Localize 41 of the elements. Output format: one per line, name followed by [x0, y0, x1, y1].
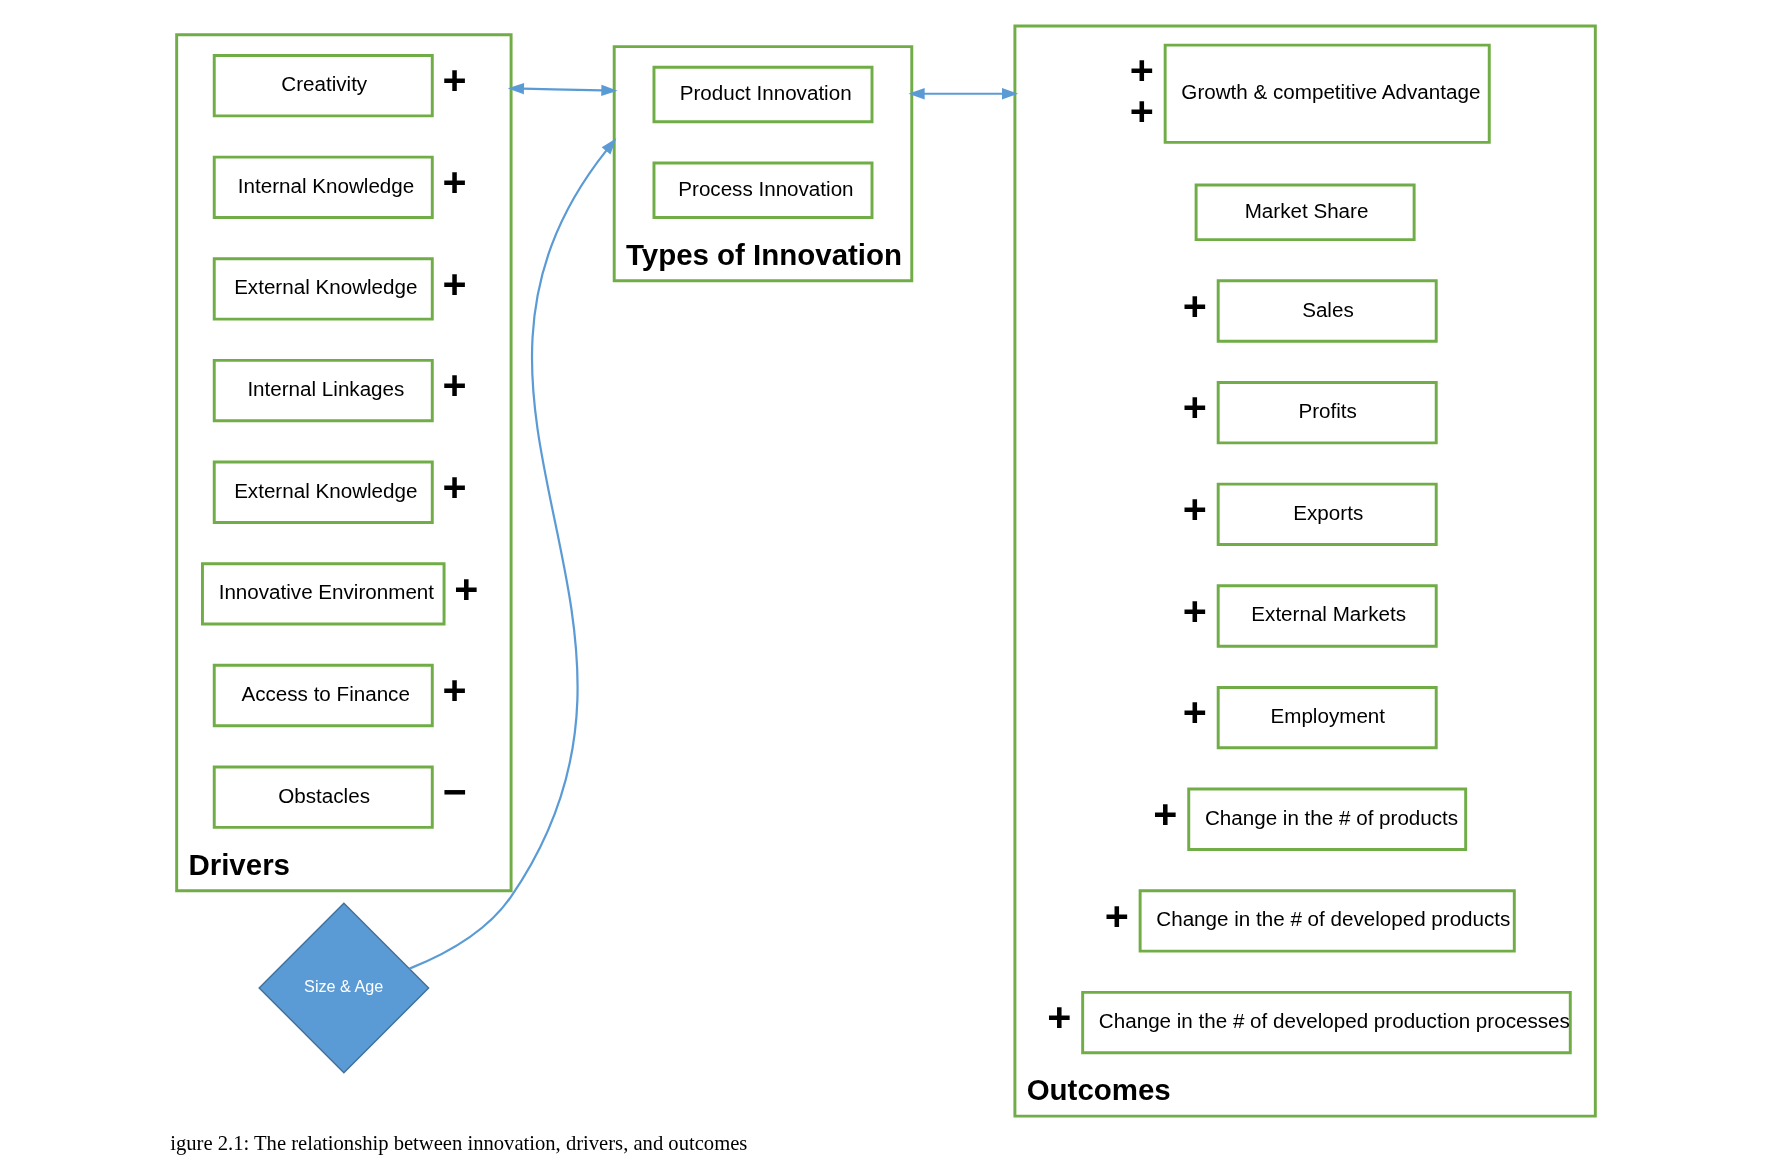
node-label: +	[1182, 384, 1207, 431]
node-box: Creativity	[212, 54, 434, 118]
node-label: +	[442, 57, 467, 104]
node-diamond: Size & Age	[257, 902, 430, 1074]
node-box: Obstacles	[212, 765, 434, 829]
node-label: +	[1182, 689, 1207, 736]
node-label: +	[1152, 790, 1177, 837]
node-box: Growth & competitive Advantage	[1163, 43, 1491, 144]
node-label: +	[1182, 282, 1207, 329]
arrow	[907, 88, 1018, 100]
node-label: +	[1046, 994, 1071, 1041]
node-box: Exports	[1216, 482, 1438, 546]
node-box: Internal Knowledge	[212, 155, 434, 219]
node-label: +	[1104, 892, 1129, 939]
arrow	[507, 83, 618, 97]
node-box: Access to Finance	[212, 663, 434, 728]
node-label: +	[442, 667, 467, 714]
node-label: +	[1182, 486, 1207, 533]
node-box: External Knowledge	[212, 460, 434, 524]
node-label: −	[442, 768, 467, 815]
node-label: +	[442, 463, 467, 510]
node-label: +	[442, 260, 467, 307]
node-box: Process Innovation	[652, 161, 873, 219]
node-label: +	[1182, 587, 1207, 634]
node-box: Sales	[1216, 279, 1438, 343]
node-box: Market Share	[1194, 183, 1416, 242]
node-box: Employment	[1216, 685, 1438, 750]
node-box: Change in the # of developed products	[1138, 889, 1516, 953]
node-box: External Markets	[1216, 584, 1438, 648]
node-box: Internal Linkages	[212, 358, 434, 423]
node-box: Change in the # of developed production processes	[1080, 990, 1572, 1055]
node-box: Innovative Environment	[200, 562, 446, 626]
node-label: +	[442, 362, 467, 409]
node-label: +	[453, 565, 478, 612]
node-box: Change in the # of products	[1186, 787, 1467, 851]
arrow	[408, 138, 616, 970]
node-label: +	[442, 158, 467, 205]
caption: igure 2.1: The relationship between innovation, drivers, and outcomes	[169, 1132, 747, 1155]
node-box: Product Innovation	[652, 65, 873, 124]
node-box: External Knowledge	[212, 257, 434, 321]
node-box: Profits	[1216, 381, 1438, 445]
